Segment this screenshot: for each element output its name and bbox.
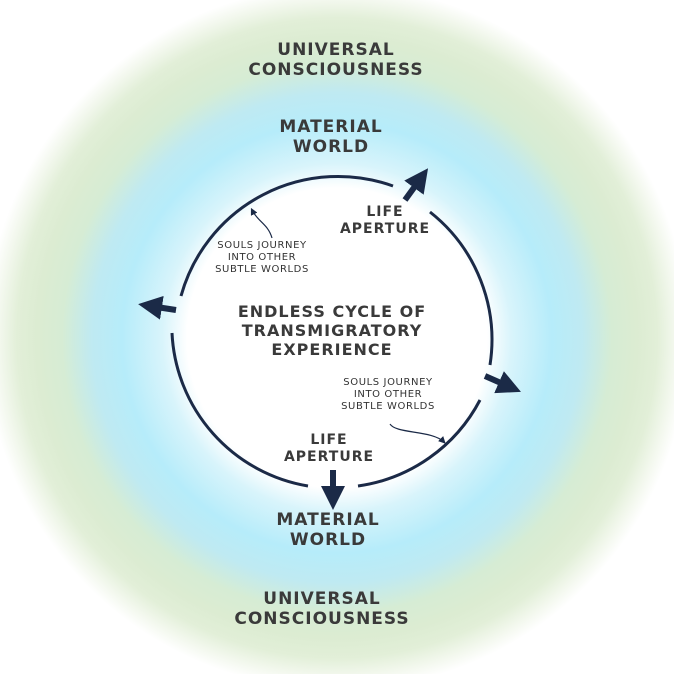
label-line: Souls Journey [217, 240, 307, 251]
label-line: into other [227, 252, 297, 263]
life-aperture-top-label: Life Aperture [340, 204, 430, 238]
label-line: Endless Cycle of [237, 302, 427, 321]
label-line: subtle worlds [341, 401, 435, 412]
material-world-bottom-label: Material World [276, 510, 379, 551]
label-line: Material [276, 510, 380, 530]
label-line: subtle worlds [215, 264, 309, 275]
label-line: Life [366, 204, 404, 220]
label-line: Universal [277, 40, 395, 60]
label-line: Aperture [339, 220, 431, 237]
arrow-right-icon [483, 371, 521, 394]
label-line: Souls Journey [343, 377, 433, 388]
life-aperture-bottom-label: Life Aperture [284, 432, 374, 466]
label-line: Universal [263, 589, 381, 609]
label-line: Consciousness [234, 609, 410, 630]
label-line: Consciousness [248, 60, 424, 81]
cycle-ring-arc-top [179, 175, 394, 297]
label-line: Experience [271, 340, 393, 360]
label-line: World [289, 530, 367, 551]
material-world-top-label: Material World [279, 117, 382, 158]
cycle-ring-arc-bottom-right [357, 399, 482, 488]
arrow-up-right-icon [402, 168, 429, 202]
souls-arrow-top-left-icon [250, 207, 273, 239]
label-line: Life [310, 432, 348, 448]
cycle-ring-arc-bottom-left [170, 332, 309, 488]
arrow-left-icon [138, 295, 177, 320]
label-line: Transmigratory [241, 321, 423, 341]
universal-consciousness-bottom-label: Universal Consciousness [234, 589, 409, 630]
souls-arrow-bottom-right-icon [389, 423, 446, 444]
souls-journey-top-label: Souls Journey into other subtle worlds [215, 240, 309, 276]
label-line: Material [279, 117, 383, 137]
label-line: World [292, 137, 370, 158]
center-title: Endless Cycle of Transmigratory Experien… [238, 302, 426, 360]
label-line: Aperture [283, 448, 375, 465]
souls-journey-bottom-label: Souls Journey into other subtle worlds [341, 377, 435, 413]
label-line: into other [353, 389, 423, 400]
cycle-ring-arc-right [429, 210, 494, 366]
universal-consciousness-top-label: Universal Consciousness [248, 40, 423, 81]
